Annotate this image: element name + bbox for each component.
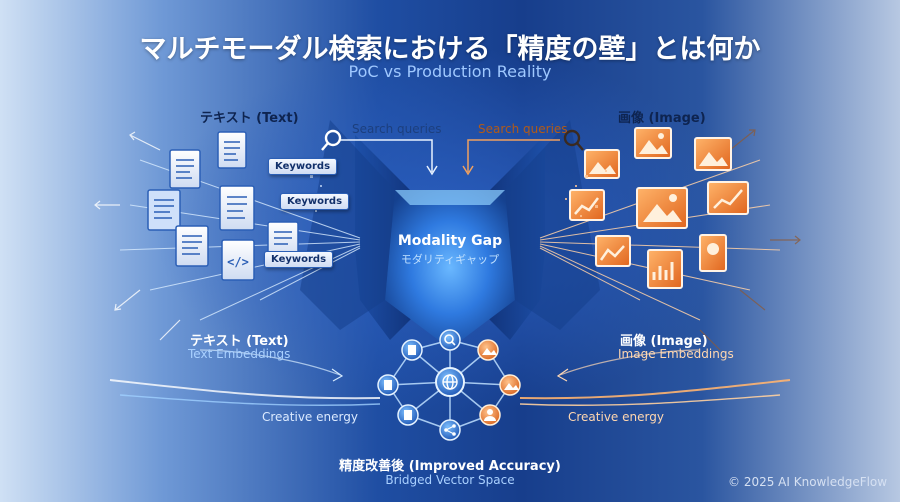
image-icon <box>636 187 688 229</box>
image-query-arrow <box>462 139 560 176</box>
image-icon <box>634 127 672 159</box>
chart-icon <box>707 181 749 215</box>
share-icon <box>439 419 461 441</box>
page-title: マルチモーダル検索における「精度の壁」とは何か <box>139 34 761 65</box>
text-documents: </> <box>147 131 299 281</box>
image-icon <box>584 149 620 179</box>
image-embeddings-caption: Image Embeddings <box>618 347 734 361</box>
copyright-notice: © 2025 AI KnowledgeFlow <box>728 475 888 489</box>
search-icon <box>321 129 342 151</box>
image-cards <box>569 127 749 289</box>
keyword-tag: Keywords <box>280 193 350 210</box>
image-icon <box>694 137 732 171</box>
creative-energy-swoosh-right <box>519 349 791 406</box>
text-query-arrow <box>340 139 438 176</box>
modality-gap-chasm <box>300 120 600 345</box>
text-section-label: テキスト (Text) <box>200 111 299 126</box>
chart-icon <box>569 189 605 221</box>
modality-gap-sublabel: モダリティギャップ <box>400 253 500 266</box>
improved-accuracy-title: 精度改善後 (Improved Accuracy) <box>339 459 561 474</box>
decorative-arrows <box>94 129 801 351</box>
search-icon <box>439 329 461 351</box>
chart-icon <box>595 235 631 267</box>
keyword-tag: Keywords <box>268 158 338 175</box>
svg-text:</>: </> <box>227 255 249 269</box>
text-embeddings-caption: Text Embeddings <box>188 347 291 361</box>
creative-energy-swoosh-left <box>109 349 381 406</box>
image-search-queries-label: Search queries <box>478 122 568 136</box>
text-embeddings-title: テキスト (Text) <box>190 334 289 349</box>
text-creative-energy-label: Creative energy <box>262 410 358 424</box>
bridged-network <box>377 329 521 441</box>
keyword-tag: Keywords <box>264 251 334 268</box>
image-creative-energy-label: Creative energy <box>568 410 664 424</box>
image-icon <box>699 234 727 272</box>
code-document-icon: </> <box>221 239 255 281</box>
text-search-queries-label: Search queries <box>352 122 442 136</box>
chart-icon <box>647 249 683 289</box>
page-subtitle: PoC vs Production Reality <box>348 62 552 81</box>
bridged-vector-space-caption: Bridged Vector Space <box>385 473 515 487</box>
modality-gap-label: Modality Gap <box>397 233 503 249</box>
image-section-label: 画像 (Image) <box>618 111 706 126</box>
image-embeddings-title: 画像 (Image) <box>620 334 708 349</box>
search-icon <box>563 129 584 151</box>
